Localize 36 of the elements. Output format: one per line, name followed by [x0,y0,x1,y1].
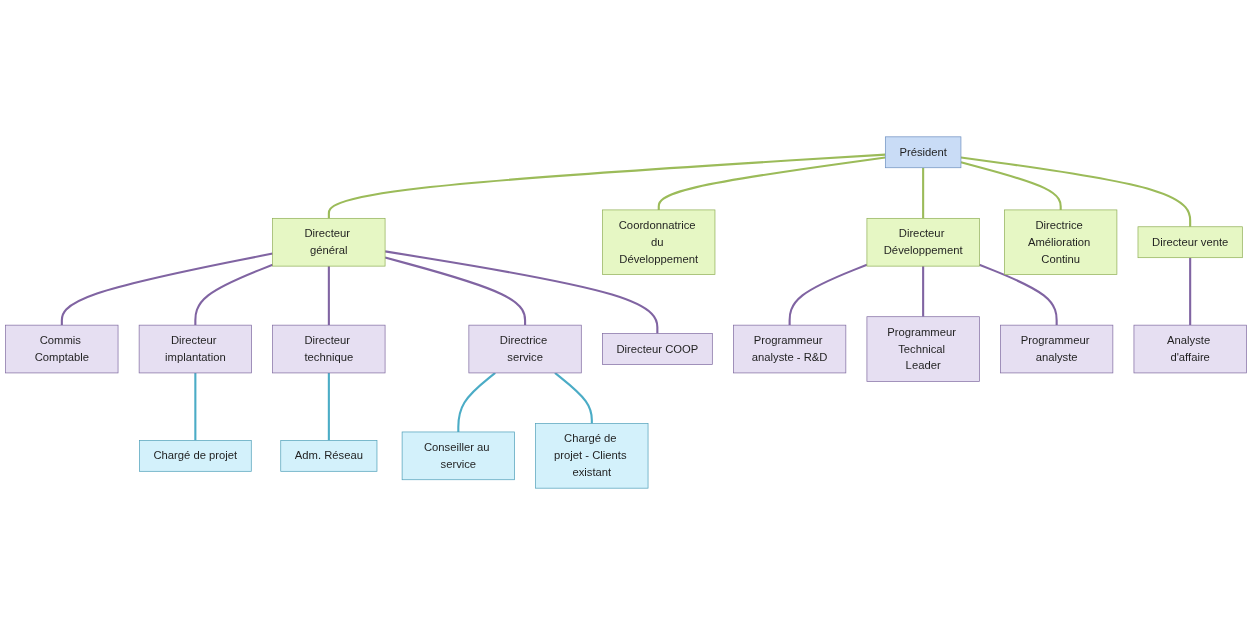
connector [384,256,527,326]
connector [384,250,659,334]
connector [922,167,925,219]
node-box: Commis Comptable [5,324,119,374]
node-box: Directeur vente [1137,226,1243,259]
connector [960,161,1062,210]
node-box: Programmeur analyste [1000,324,1114,374]
node-box: Programmeur Technical Leader [866,316,980,382]
node-box: Chargé de projet - Clients existant [535,423,649,489]
connector [978,263,1058,326]
connector [554,372,593,424]
node-box: Président [885,136,962,169]
node-box: Conseiller au service [401,431,515,481]
connector [327,266,330,326]
connector [327,372,330,441]
node-box: Chargé de projet [139,440,252,472]
node-box: Programmeur analyste - R&D [733,324,847,374]
connector [327,153,886,219]
connector [194,372,197,441]
node-box: Directeur COOP [602,333,713,365]
connector [1189,257,1192,326]
node-box: Analyste d'affaire [1133,324,1247,374]
node-box: Directeur technique [272,324,386,374]
connector [788,263,868,326]
connector [457,372,496,432]
node-box: Directeur général [272,218,386,267]
node-box: Directrice service [468,324,582,374]
node-box: Directeur implantation [138,324,252,374]
node-box: Coordonnatrice du Développement [602,209,716,275]
connector [960,156,1192,227]
node-box: Directeur Développement [866,218,980,267]
node-box: Adm. Réseau [280,440,378,472]
connector [194,263,274,326]
connector [922,266,925,317]
node-box: Directrice Amélioration Continu [1004,209,1118,275]
connector [60,252,273,326]
